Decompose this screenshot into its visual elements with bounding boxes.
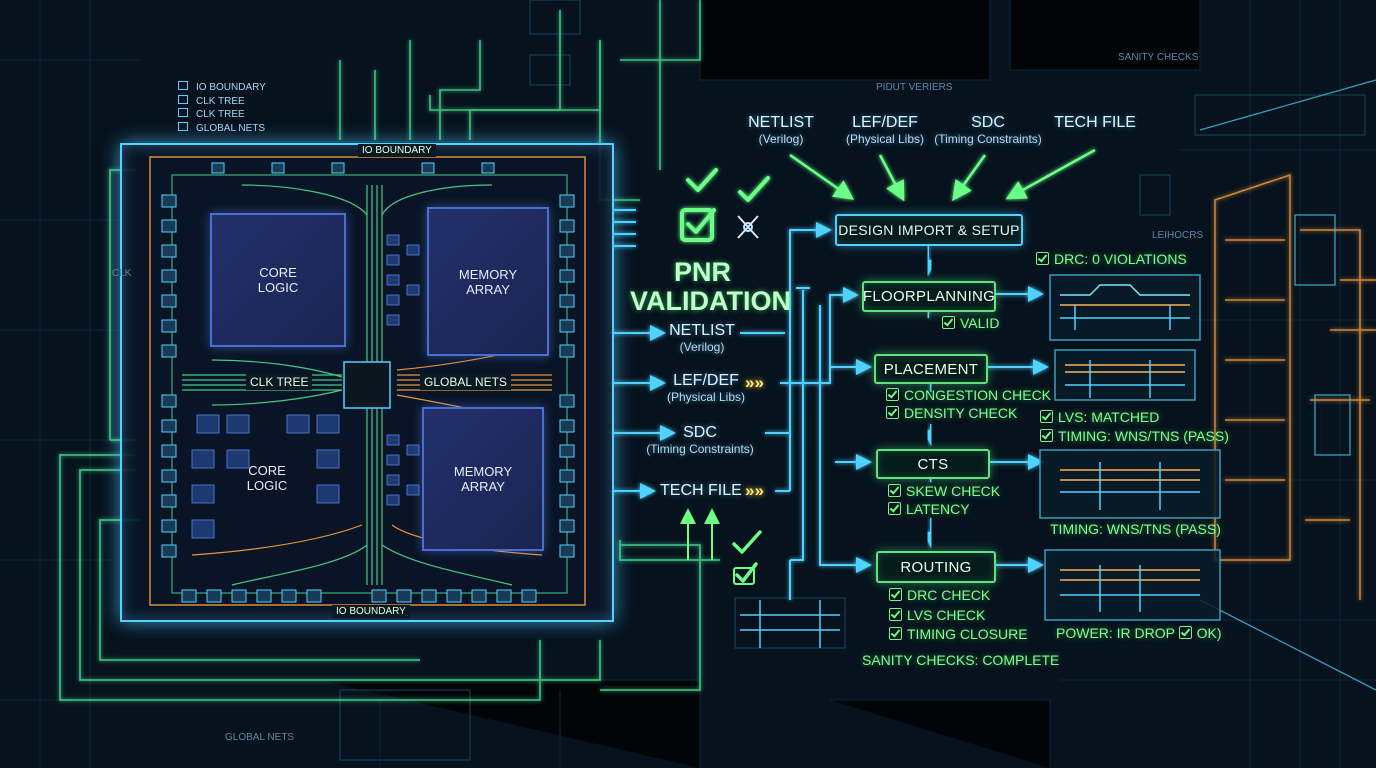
top-input-sdc-sub: (Timing Constraints): [934, 132, 1042, 146]
mid-input-lefdef: LEF/DEF (Physical Libs): [656, 372, 756, 404]
mid-input-sdc-name: SDC: [683, 424, 717, 441]
clk-tree-label: CLK TREE: [246, 374, 313, 390]
io-boundary-bottom-label: IO BOUNDARY: [332, 605, 410, 618]
check-skew: SKEW CHECK: [906, 483, 1001, 499]
checkbox-icon: [1178, 626, 1192, 639]
top-input-netlist-sub: (Verilog): [758, 132, 804, 146]
top-input-sdc-name: SDC: [971, 114, 1005, 131]
result-lvs: LVS: MATCHED: [1058, 409, 1160, 425]
checkbox-icon: [1040, 429, 1053, 442]
placement-box: PLACEMENT: [874, 354, 988, 384]
sanity-checks-complete: SANITY CHECKS: COMPLETE: [862, 652, 1060, 668]
result-timing-2: TIMING: WNS/TNS (PASS): [1050, 521, 1221, 537]
legend-item: IO BOUNDARY: [178, 81, 266, 95]
floorplanning-checks: VALID: [942, 315, 999, 331]
checkbox-icon: [1036, 252, 1049, 265]
mid-input-lefdef-sub: (Physical Libs): [666, 390, 746, 404]
top-input-netlist: NETLIST (Verilog): [745, 114, 817, 146]
checkbox-icon: [942, 316, 955, 329]
check-latency: LATENCY: [906, 501, 970, 517]
global-nets-label: GLOBAL NETS: [420, 374, 511, 390]
core-logic-block-1: CORE LOGIC: [210, 213, 346, 347]
chip-legend: IO BOUNDARY CLK TREE CLK TREE GLOBAL NET…: [178, 81, 266, 135]
memory-array-block-2: MEMORY ARRAY: [422, 407, 544, 551]
placement-checks: CONGESTION CHECK DENSITY CHECK: [886, 386, 1051, 422]
bg-sanity-checks: SANITY CHECKS: [1118, 52, 1199, 63]
mid-input-netlist-name: NETLIST: [669, 322, 735, 339]
legend-item: CLK TREE: [178, 94, 266, 109]
top-input-techfile: TECH FILE: [1054, 114, 1136, 131]
io-boundary-top-label: IO BOUNDARY: [358, 144, 436, 157]
legend-item: GLOBAL NETS: [178, 121, 266, 136]
core-logic-label-2: CORE LOGIC: [246, 463, 288, 493]
checkbox-icon: [889, 627, 902, 640]
check-icons-pair: [732, 530, 762, 585]
checkbox-icon: [888, 484, 901, 497]
checkbox-icon: [889, 607, 902, 621]
check-drc: DRC CHECK: [907, 587, 991, 603]
bg-top-center-label: PIDUT VERIERS: [876, 82, 953, 93]
check-congestion: CONGESTION CHECK: [904, 387, 1052, 403]
top-input-lefdef: LEF/DEF (Physical Libs): [835, 114, 935, 146]
chip-die: CORE LOGIC MEMORY ARRAY MEMORY ARRAY COR…: [120, 143, 614, 622]
bg-right-label: LEIHOCRS: [1152, 230, 1204, 241]
bottom-global-nets-label: GLOBAL NETS: [225, 732, 295, 743]
mid-input-sdc-sub: (Timing Constraints): [646, 442, 754, 456]
checkbox-icon: [886, 388, 899, 401]
top-input-lefdef-sub: (Physical Libs): [845, 132, 925, 146]
top-input-netlist-name: NETLIST: [748, 114, 814, 131]
core-logic-label-1: CORE LOGIC: [257, 265, 299, 295]
checkbox-icon: [1040, 410, 1053, 423]
check-lvs: LVS CHECK: [907, 606, 986, 623]
mid-input-netlist-sub: (Verilog): [679, 340, 725, 354]
result-drc: DRC: 0 VIOLATIONS: [1036, 251, 1187, 267]
double-chevron-icon: »»: [745, 481, 764, 500]
floorplanning-box: FLOORPLANNING: [862, 281, 996, 312]
chip-routing: [149, 156, 586, 606]
cts-checks: SKEW CHECK LATENCY: [888, 482, 1000, 518]
mid-input-sdc: SDC (Timing Constraints): [640, 424, 760, 456]
check-density: DENSITY CHECK: [904, 405, 1018, 421]
result-lvs-timing: LVS: MATCHED TIMING: WNS/TNS (PASS): [1040, 408, 1229, 446]
cts-box: CTS: [876, 449, 990, 479]
check-timing-closure: TIMING CLOSURE: [907, 626, 1028, 642]
check-valid: VALID: [960, 315, 1000, 331]
top-input-sdc: SDC (Timing Constraints): [928, 114, 1048, 146]
left-clk-label: CLK: [112, 268, 132, 279]
checkbox-icon: [889, 588, 902, 601]
legend-item: CLK TREE: [178, 108, 266, 122]
mid-input-netlist: NETLIST (Verilog): [664, 322, 740, 354]
result-power: POWER: IR DROP OK): [1056, 625, 1222, 641]
check-icons-cluster: [680, 168, 770, 242]
routing-checks: DRC CHECK LVS CHECK TIMING CLOSURE: [889, 586, 1028, 645]
top-input-lefdef-name: LEF/DEF: [852, 114, 918, 131]
mid-input-techfile: TECH FILE: [660, 482, 742, 499]
routing-box: ROUTING: [876, 551, 996, 583]
result-timing-1: TIMING: WNS/TNS (PASS): [1058, 428, 1229, 444]
mid-input-lefdef-name: LEF/DEF: [673, 372, 739, 389]
memory-array-label-1: MEMORY ARRAY: [458, 266, 518, 297]
memory-array-label-2: MEMORY ARRAY: [453, 464, 513, 494]
pnr-validation-title: PNR VALIDATION: [630, 257, 791, 316]
checkbox-icon: [886, 406, 899, 419]
design-import-box: DESIGN IMPORT & SETUP: [835, 214, 1023, 246]
memory-array-block-1: MEMORY ARRAY: [427, 207, 549, 356]
checkbox-icon: [888, 502, 901, 515]
double-chevron-icon: »»: [745, 373, 764, 392]
